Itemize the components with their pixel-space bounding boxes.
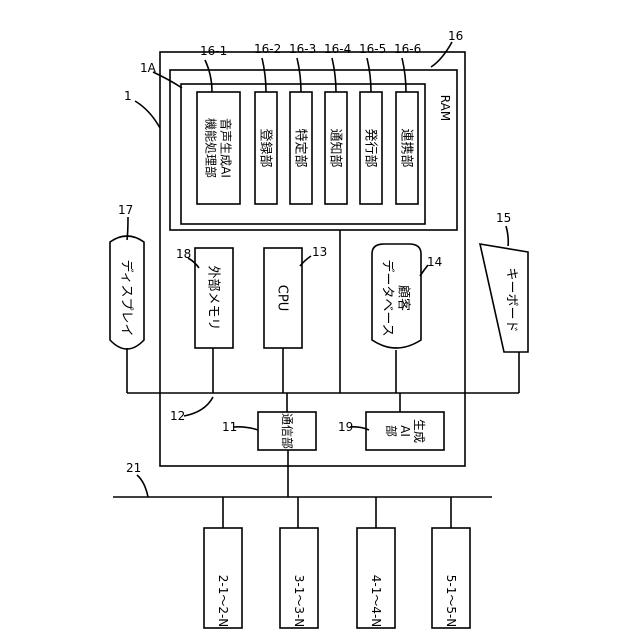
label-external-memory: 外部メモリ <box>205 265 220 330</box>
ref-16-6: 16-6 <box>394 42 421 56</box>
label-keyboard: キーボード <box>503 267 518 332</box>
label-ram: RAM <box>438 95 452 121</box>
label-terminal-4: 4-1～4-N <box>369 575 383 628</box>
ref-1a: 1A <box>140 61 157 75</box>
label-terminal-2: 2-1～2-N <box>216 575 230 628</box>
ref-19: 19 <box>338 420 353 434</box>
label-notification: 通知部 <box>327 128 343 167</box>
ref-12: 12 <box>170 409 185 423</box>
ref-16-2: 16-2 <box>254 42 281 56</box>
ref-16-5: 16-5 <box>359 42 386 56</box>
ref-16-1: 16-1 <box>200 44 227 58</box>
ref-1: 1 <box>124 89 132 103</box>
ref-16: 16 <box>448 29 463 43</box>
label-terminal-3: 3-1～3-N <box>292 575 306 628</box>
label-voice-gen-ai: 音声生成AI機能処理部 <box>203 118 233 178</box>
ref-18: 18 <box>176 247 191 261</box>
ref-21: 21 <box>126 461 141 475</box>
ref-13: 13 <box>312 245 327 259</box>
label-cpu: CPU <box>274 285 289 311</box>
label-display: ディスプレイ <box>118 259 134 336</box>
ref-16-3: 16-3 <box>289 42 316 56</box>
label-identification: 特定部 <box>292 128 307 167</box>
label-registration: 登録部 <box>257 128 272 167</box>
ref-15: 15 <box>496 211 511 225</box>
ref-11: 11 <box>222 420 237 434</box>
ref-14: 14 <box>427 255 442 269</box>
label-gen-ai: 生成AI部 <box>384 419 426 443</box>
ref-16-4: 16-4 <box>324 42 351 56</box>
label-issuance: 発行部 <box>362 128 377 167</box>
label-cooperation: 連携部 <box>398 128 414 167</box>
label-database: 顧客データベース <box>379 259 411 336</box>
ref-17: 17 <box>118 203 133 217</box>
label-terminal-5: 5-1～5-N <box>444 575 458 628</box>
diagram-lines <box>110 42 528 628</box>
label-comm-unit: 通信部 <box>280 413 295 449</box>
